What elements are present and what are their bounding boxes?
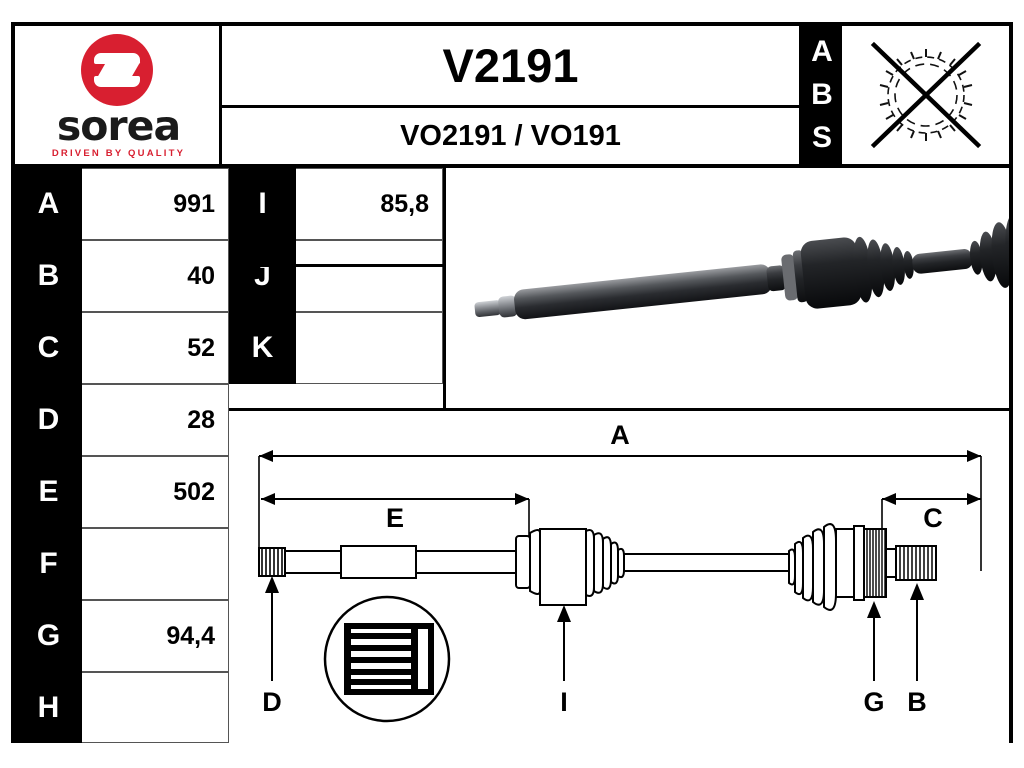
table-row: E 502 [15,456,229,528]
sheet-header: sorea DRIVEN BY QUALITY V2191 VO2191 / V… [15,26,1009,164]
spec-label-j: J [229,240,296,312]
table-row: B 40 [15,240,229,312]
column2-bottom-divider [229,264,446,267]
table-row: H [15,672,229,743]
spec-label-f: F [15,528,82,600]
drive-shaft-technical-drawing: A E C D I G B [229,411,1009,743]
drive-shaft-photograph [446,168,1009,408]
brand-name: sorea [56,102,181,150]
dim-label-c: C [923,503,943,533]
part-title: V2191 [442,39,579,92]
dim-label-a: A [610,420,630,450]
abs-symbol-cell [842,26,1009,164]
part-reference-cell: VO2191 / VO191 [222,108,802,164]
logo-bar-bottom [94,76,140,87]
table-row: I 85,8 [229,168,443,240]
dim-label-e: E [386,503,404,533]
brand-logo-cell: sorea DRIVEN BY QUALITY [15,26,222,164]
table-row: J [229,240,443,312]
spec-value-a: 991 [82,168,229,240]
callout-label-i: I [560,687,568,717]
spec-label-e: E [15,456,82,528]
spec-value-e: 502 [82,456,229,528]
abs-ring-crossed-out-icon [870,41,981,149]
sorea-s-logo-icon [81,34,153,106]
abs-letter-s: S [811,121,832,155]
spec-label-i: I [229,168,296,240]
brand-tagline: DRIVEN BY QUALITY [51,148,186,159]
table-row: F [15,528,229,600]
spec-label-h: H [15,672,82,743]
spec-column-1: A 991 B 40 C 52 D 28 E 502 F [15,168,229,743]
spec-value-g: 94,4 [82,600,229,672]
spec-value-f [82,528,229,600]
part-title-cell: V2191 [222,26,802,108]
callout-label-g: G [863,687,884,717]
part-reference: VO2191 / VO191 [400,119,621,152]
spec-value-k [296,312,443,384]
spec-value-j [296,240,443,312]
abs-label-column: A B S [802,26,842,164]
callout-label-b: B [907,687,927,717]
spec-label-g: G [15,600,82,672]
table-row: K [229,312,443,384]
spec-label-c: C [15,312,82,384]
drawing-sheet: sorea DRIVEN BY QUALITY V2191 VO2191 / V… [11,22,1013,743]
table-row: G 94,4 [15,600,229,672]
spec-label-d: D [15,384,82,456]
abs-letter-a: A [811,34,833,68]
spec-label-b: B [15,240,82,312]
spec-value-b: 40 [82,240,229,312]
table-row: D 28 [15,384,229,456]
spec-value-c: 52 [82,312,229,384]
abs-letter-b: B [811,77,833,111]
specification-table: A 991 B 40 C 52 D 28 E 502 F [15,168,443,743]
table-row: A 991 [15,168,229,240]
spec-label-a: A [15,168,82,240]
spec-label-k: K [229,312,296,384]
spec-value-i: 85,8 [296,168,443,240]
spec-value-d: 28 [82,384,229,456]
table-row: C 52 [15,312,229,384]
spec-column-2: I 85,8 J K [229,168,443,743]
callout-label-d: D [262,687,282,717]
photo-divider [229,408,1009,411]
spec-value-h [82,672,229,743]
header-divider [15,164,1009,168]
